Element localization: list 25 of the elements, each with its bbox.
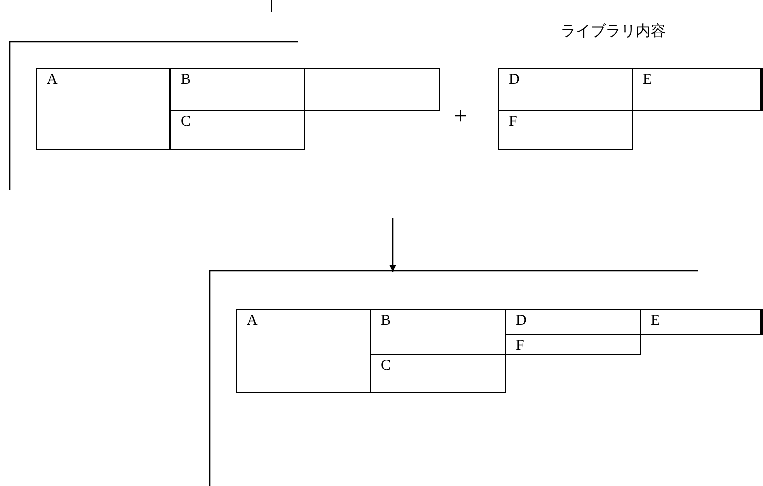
table-cell [170, 68, 305, 111]
cell-label: F [509, 114, 518, 131]
cell-label: D [509, 72, 520, 89]
cell-label: A [247, 313, 258, 330]
table-cell [632, 68, 763, 111]
table-cell [236, 309, 371, 393]
cell-label: A [47, 72, 58, 89]
table-cell [498, 68, 633, 111]
cell-label: C [181, 114, 192, 131]
cell-label: B [181, 72, 192, 89]
cell-label: D [516, 313, 527, 330]
empty-box [304, 68, 440, 111]
table-cell [170, 110, 305, 150]
cell-label: E [651, 313, 660, 330]
cell-label: C [381, 358, 392, 375]
cell-label: B [381, 313, 392, 330]
table-cell [370, 354, 506, 393]
table-cell [640, 309, 763, 335]
cell-label: E [643, 72, 652, 89]
table-cell [498, 110, 633, 150]
table-cell [505, 334, 641, 355]
cell-label: F [516, 338, 524, 355]
table-cell [36, 68, 170, 150]
plus-sign: + [454, 104, 468, 131]
caption-label: ライブラリ内容 [561, 22, 666, 41]
